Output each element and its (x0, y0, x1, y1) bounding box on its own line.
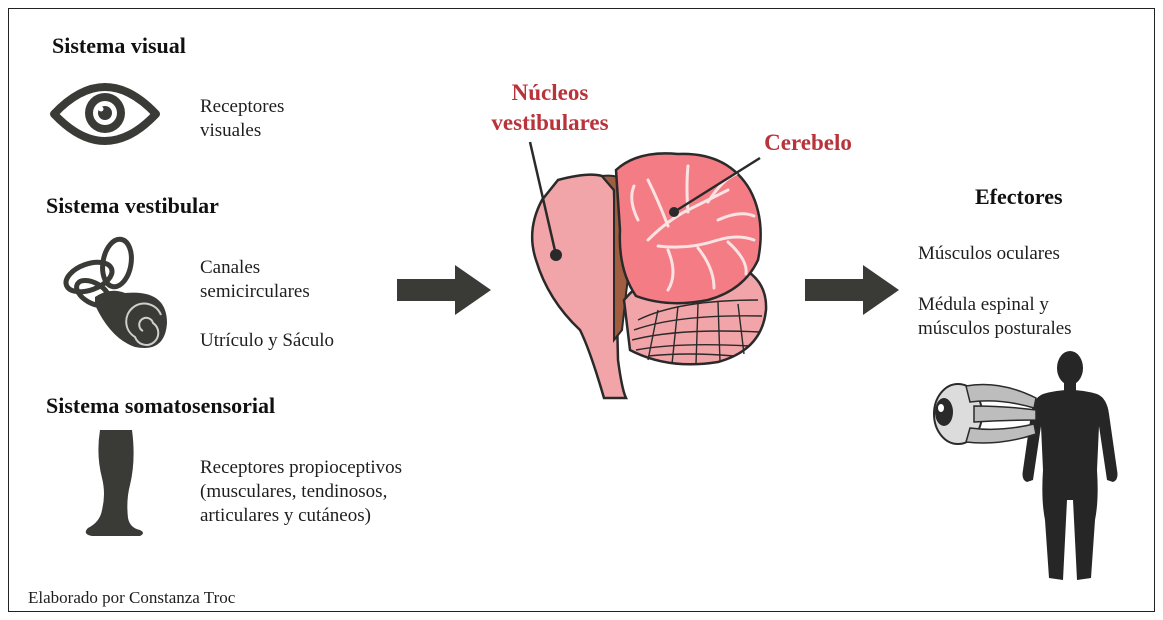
brainstem-cerebellum-illustration (518, 150, 778, 400)
vestibular-system-title: Sistema vestibular (46, 193, 219, 219)
credit-footer: Elaborado por Constanza Troc (28, 588, 235, 608)
proprioceptors-line: articulares y cutáneos) (200, 504, 402, 528)
input-arrow-icon (397, 265, 492, 315)
vestibular-canals-label: Canales semicirculares (200, 256, 310, 304)
proprioceptors-line: (musculares, tendinosos, (200, 480, 402, 504)
proprioceptors-label: Receptores propioceptivos (musculares, t… (200, 456, 402, 528)
vestibular-canals-line: semicirculares (200, 280, 310, 304)
proprioceptors-line: Receptores propioceptivos (200, 456, 402, 480)
vestibular-nuclei-line: Núcleos (470, 78, 630, 108)
vestibular-nuclei-label: Núcleos vestibulares (470, 78, 630, 138)
effectors-title: Efectores (975, 184, 1063, 210)
visual-receptors-line: visuales (200, 119, 284, 143)
spinal-postural-line: Médula espinal y (918, 293, 1072, 317)
utricle-saccule-label: Utrículo y Sáculo (200, 329, 334, 353)
eye-icon (50, 80, 160, 148)
inner-ear-icon (55, 235, 175, 355)
visual-receptors-line: Receptores (200, 95, 284, 119)
vestibular-canals-line: Canales (200, 256, 310, 280)
vestibular-nuclei-line: vestibulares (470, 108, 630, 138)
ocular-muscles-label: Músculos oculares (918, 242, 1060, 266)
visual-receptors-label: Receptores visuales (200, 95, 284, 143)
spinal-postural-line: músculos posturales (918, 317, 1072, 341)
somatosensory-system-title: Sistema somatosensorial (46, 393, 275, 419)
leg-icon (80, 430, 150, 540)
output-arrow-icon (805, 265, 900, 315)
spinal-postural-label: Médula espinal y músculos posturales (918, 293, 1072, 341)
eyeball-muscles-icon (930, 372, 1040, 452)
visual-system-title: Sistema visual (52, 33, 186, 59)
